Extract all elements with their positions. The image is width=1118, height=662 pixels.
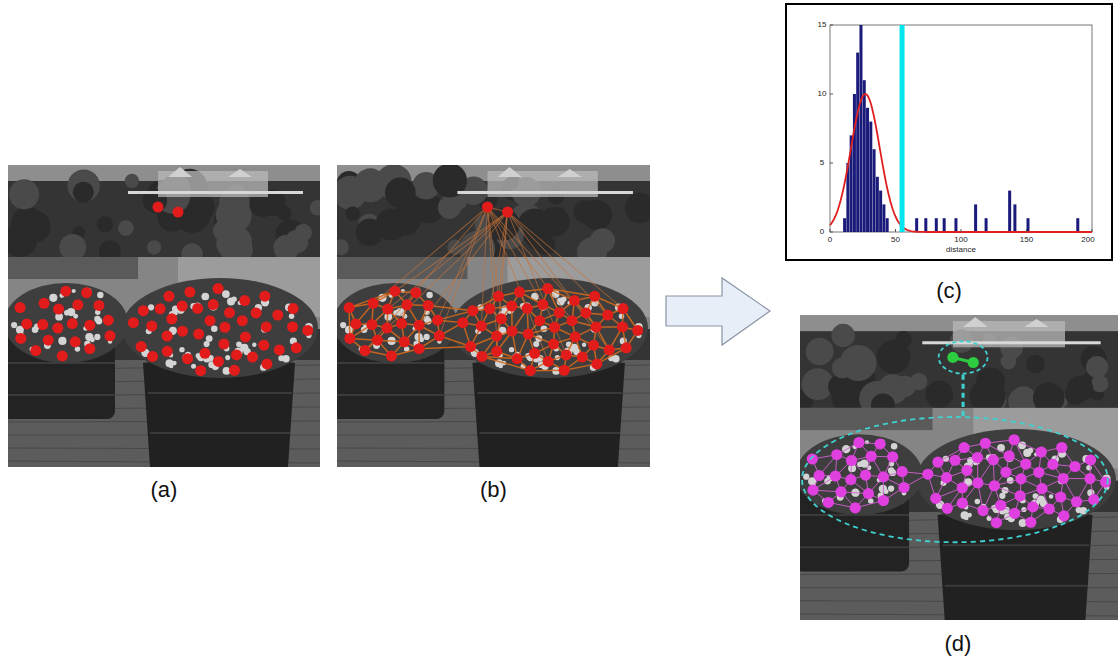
photo-panel: [337, 165, 650, 467]
figure-panel: (d): [800, 315, 1116, 657]
axis-tick: 0: [828, 236, 832, 244]
axis-title: distance: [946, 246, 976, 254]
tick-mark: [1026, 229, 1027, 232]
house-roof: [168, 167, 192, 177]
barrel-hoop: [945, 585, 1088, 587]
feature-points: [344, 283, 644, 376]
axis-tick: 0: [820, 228, 824, 236]
axis-tick: 10: [818, 90, 827, 98]
cluster-link: [962, 375, 965, 416]
barrel-hoop: [8, 394, 115, 396]
tick-mark: [830, 232, 833, 233]
barrel-hoop: [800, 546, 909, 548]
barrel-hoop: [148, 392, 292, 394]
flower-mass: [916, 429, 1116, 530]
chart-frame: [786, 4, 1112, 260]
water-reflection: [8, 257, 138, 279]
white-flowers: [11, 288, 313, 375]
tick-mark: [830, 163, 833, 164]
trees: [8, 169, 320, 265]
tick-mark: [1092, 229, 1093, 232]
house-roof: [1024, 319, 1048, 327]
tick-mark: [961, 229, 962, 232]
tick-mark: [830, 25, 833, 26]
figure-panel: (c): [785, 3, 1113, 304]
panel-caption: (a): [8, 478, 320, 502]
tick-mark: [830, 94, 833, 95]
panel-caption: (b): [337, 478, 650, 502]
barrel-hoop: [150, 432, 290, 434]
histogram-bars: [843, 25, 1079, 232]
feature-points: [15, 283, 314, 376]
dock-line: [457, 191, 633, 194]
axis-tick: 50: [891, 236, 900, 244]
axis-tick: 150: [1020, 236, 1033, 244]
barrel-hoop: [337, 394, 444, 396]
photo-panel: [8, 165, 320, 467]
graph-edges: [349, 289, 638, 371]
barrel-hoop: [479, 432, 619, 434]
house-roof: [558, 169, 582, 177]
fitted-curve: [830, 94, 1092, 232]
flower-mass: [337, 283, 457, 363]
cluster-ellipse: [939, 341, 988, 373]
axis-tick: 100: [954, 236, 967, 244]
photo-scene: [800, 315, 1118, 620]
photo-scene: [337, 165, 650, 467]
plot-area: [830, 25, 1092, 232]
feature-points: [153, 202, 184, 218]
photo-panel: [800, 315, 1118, 620]
flower-mass: [122, 278, 318, 378]
photo-scene: [8, 165, 320, 467]
process-arrow: [666, 278, 770, 345]
feature-points: [482, 202, 513, 218]
flower-mass: [451, 278, 648, 378]
barrel-hoop: [477, 392, 621, 394]
house-roof: [963, 317, 987, 327]
axis-tick: 200: [1081, 236, 1094, 244]
house-roof: [228, 169, 252, 177]
house-roof: [498, 167, 522, 177]
figure-panel: (b): [337, 165, 650, 503]
threshold-line: [900, 25, 905, 232]
tick-mark: [895, 229, 896, 232]
cluster-edges: [812, 440, 1105, 523]
axis-tick: 5: [820, 159, 824, 167]
panel-caption: (d): [800, 632, 1116, 656]
figure-panel: (a): [8, 165, 320, 503]
flower-mass: [8, 283, 128, 363]
graph-edges: [365, 207, 623, 361]
panel-caption: (c): [785, 279, 1113, 303]
axis-tick: 15: [818, 21, 827, 29]
histogram-chart: [786, 4, 1112, 260]
flower-mass: [800, 434, 922, 515]
white-flowers: [803, 439, 1110, 527]
feature-points: [947, 352, 979, 368]
cluster-ellipse: [802, 417, 1108, 542]
dock-line: [128, 191, 303, 194]
barrel-hoop: [943, 544, 1090, 546]
feature-points: [807, 434, 1111, 528]
